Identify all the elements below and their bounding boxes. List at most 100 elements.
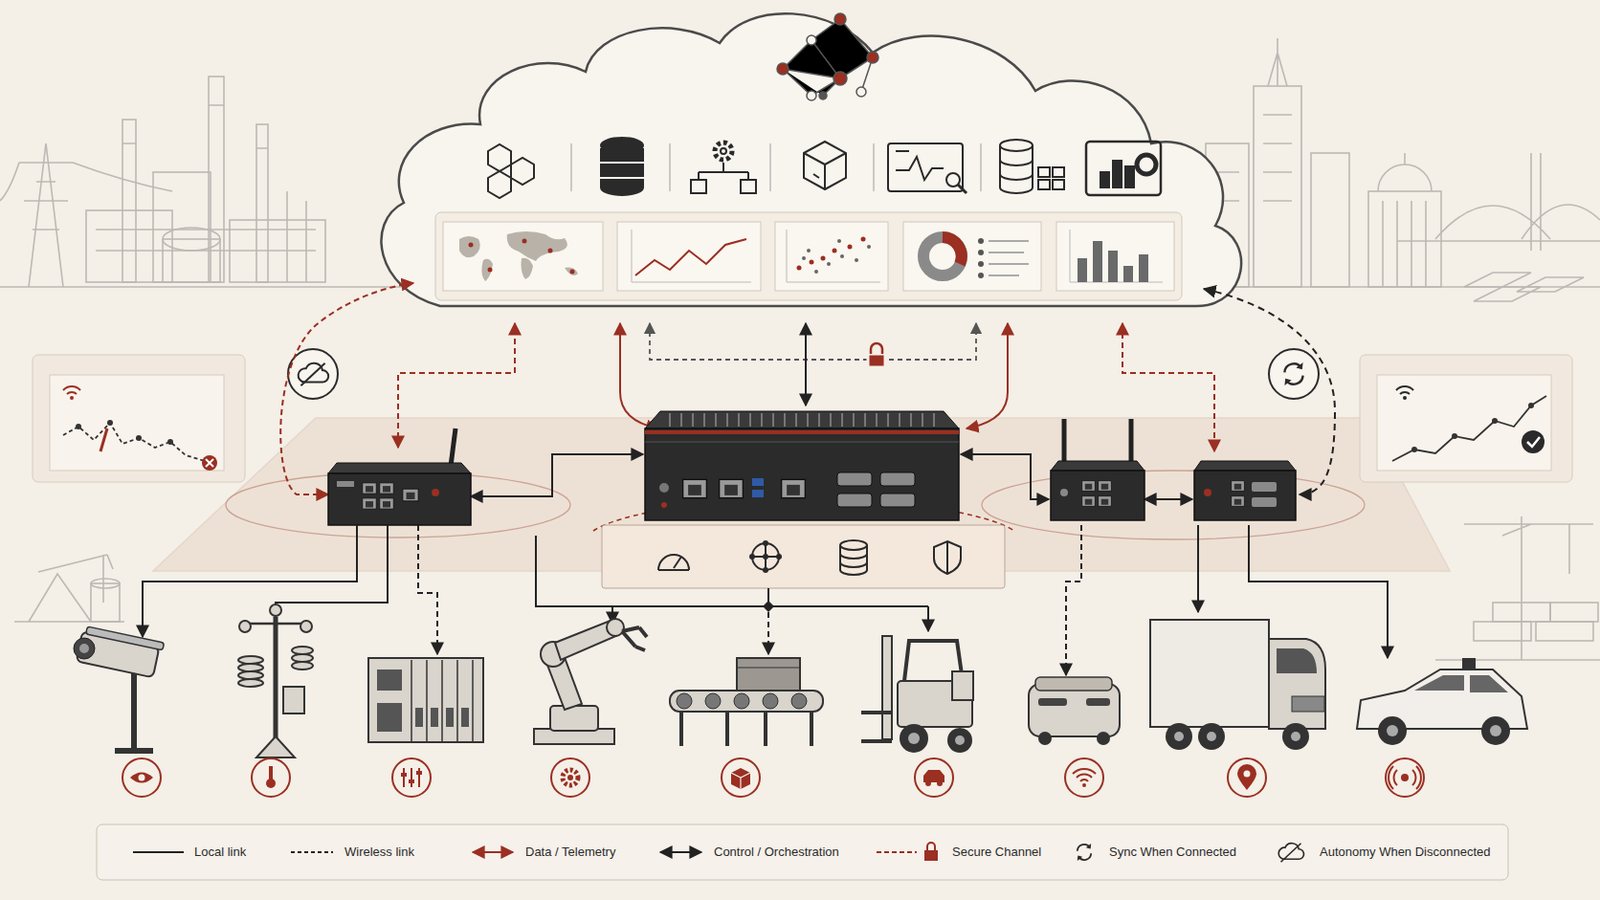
agv-robot bbox=[1086, 698, 1111, 707]
weather-station bbox=[238, 604, 313, 758]
cloud-service-icons bbox=[888, 143, 963, 192]
cloud-service-icons bbox=[600, 149, 644, 161]
edge-server bbox=[644, 411, 959, 429]
cloud-links bbox=[870, 343, 883, 355]
dashboard-panels bbox=[775, 222, 889, 291]
agv-robot bbox=[1038, 732, 1052, 746]
forklift bbox=[955, 735, 965, 746]
agv-robot bbox=[1038, 698, 1067, 707]
edge-capabilities bbox=[601, 525, 1005, 589]
legend-text: Secure Channel bbox=[952, 844, 1042, 861]
cloud-service-icons bbox=[1100, 172, 1110, 188]
gateway-small bbox=[1203, 488, 1212, 497]
dashboard-panels bbox=[1077, 258, 1088, 283]
weather-station bbox=[238, 671, 264, 680]
offline-panel bbox=[205, 459, 214, 467]
conveyor bbox=[705, 693, 721, 710]
conveyor bbox=[669, 658, 823, 747]
legend-box bbox=[1278, 844, 1304, 864]
cloud-service-icons bbox=[488, 144, 534, 199]
background-sketch bbox=[1464, 516, 1594, 661]
network-graph bbox=[777, 13, 879, 101]
online-panel bbox=[1359, 355, 1573, 483]
device-badges bbox=[408, 779, 415, 784]
offline-panel bbox=[75, 423, 82, 430]
cloud-links bbox=[804, 323, 807, 406]
dashboard-panels bbox=[854, 258, 859, 263]
legend-box bbox=[927, 843, 935, 851]
background-sketch bbox=[1473, 622, 1532, 642]
cloud-service-icons bbox=[1000, 139, 1033, 152]
forklift bbox=[899, 724, 929, 754]
dashboard-panels bbox=[821, 256, 826, 262]
plc-controller bbox=[415, 708, 423, 728]
network-graph bbox=[856, 87, 867, 97]
device-badges bbox=[122, 758, 1424, 798]
dashboard-panels bbox=[488, 267, 493, 273]
edge-server bbox=[644, 430, 959, 435]
status-badges bbox=[298, 363, 330, 386]
edge-server bbox=[880, 472, 915, 487]
weather-station bbox=[291, 646, 313, 655]
conveyor bbox=[736, 658, 800, 691]
robot-arm bbox=[550, 706, 599, 732]
dashboard-panels bbox=[570, 269, 576, 275]
gateway-left bbox=[362, 498, 377, 510]
dashboard-panels bbox=[459, 231, 578, 282]
plc-controller bbox=[411, 660, 473, 743]
cloud-service-icons bbox=[957, 184, 967, 194]
dashboard-panels bbox=[522, 239, 528, 245]
camera bbox=[86, 626, 165, 651]
cloud-service-icons bbox=[600, 164, 644, 177]
forklift bbox=[952, 671, 974, 701]
device-badges bbox=[392, 758, 431, 798]
edge-capabilities bbox=[840, 545, 867, 576]
dashboard-panels bbox=[631, 229, 752, 283]
truck bbox=[1291, 696, 1325, 712]
gateway-left bbox=[328, 473, 471, 526]
device-badges bbox=[1244, 771, 1251, 778]
cloud-service-icons bbox=[895, 150, 910, 153]
device-badges bbox=[721, 758, 760, 798]
network-graph bbox=[834, 13, 846, 25]
offline-panel bbox=[49, 375, 224, 471]
device-badges bbox=[122, 758, 1424, 798]
dashboard-panels bbox=[942, 237, 962, 265]
edge-server bbox=[837, 493, 872, 508]
edge-capabilities bbox=[752, 543, 779, 571]
truck bbox=[1165, 723, 1193, 751]
conveyor bbox=[681, 711, 812, 747]
background-sketch bbox=[1397, 153, 1600, 251]
dashboard-panels bbox=[443, 222, 603, 291]
autonomous-car bbox=[1414, 675, 1509, 693]
truck bbox=[1290, 732, 1301, 742]
device-links bbox=[1066, 525, 1082, 676]
dashboard-panels bbox=[866, 244, 871, 249]
truck bbox=[1276, 648, 1317, 674]
autonomous-car bbox=[1489, 725, 1502, 737]
legend-box bbox=[96, 824, 1509, 881]
conveyor bbox=[762, 693, 778, 710]
conveyor bbox=[676, 693, 807, 710]
dashboard-panels bbox=[548, 248, 554, 254]
camera bbox=[73, 626, 165, 752]
dashboard-panels bbox=[435, 212, 1182, 301]
device-badges bbox=[1388, 766, 1422, 790]
gateway-right bbox=[1050, 461, 1145, 471]
edge-server bbox=[644, 411, 959, 521]
weather-station bbox=[238, 679, 264, 688]
dashboard-panels bbox=[977, 238, 984, 279]
dashboard-panels bbox=[801, 256, 806, 261]
device-badges bbox=[914, 758, 954, 798]
edge-server bbox=[644, 442, 959, 444]
gateway-small bbox=[1194, 461, 1296, 521]
cloud-links bbox=[1122, 323, 1215, 452]
plc-controller bbox=[368, 658, 484, 743]
edge-server bbox=[659, 483, 669, 493]
network-graph bbox=[866, 51, 879, 64]
network-graph bbox=[806, 90, 817, 101]
device-badges bbox=[1237, 764, 1257, 791]
background-sketch bbox=[95, 191, 316, 283]
